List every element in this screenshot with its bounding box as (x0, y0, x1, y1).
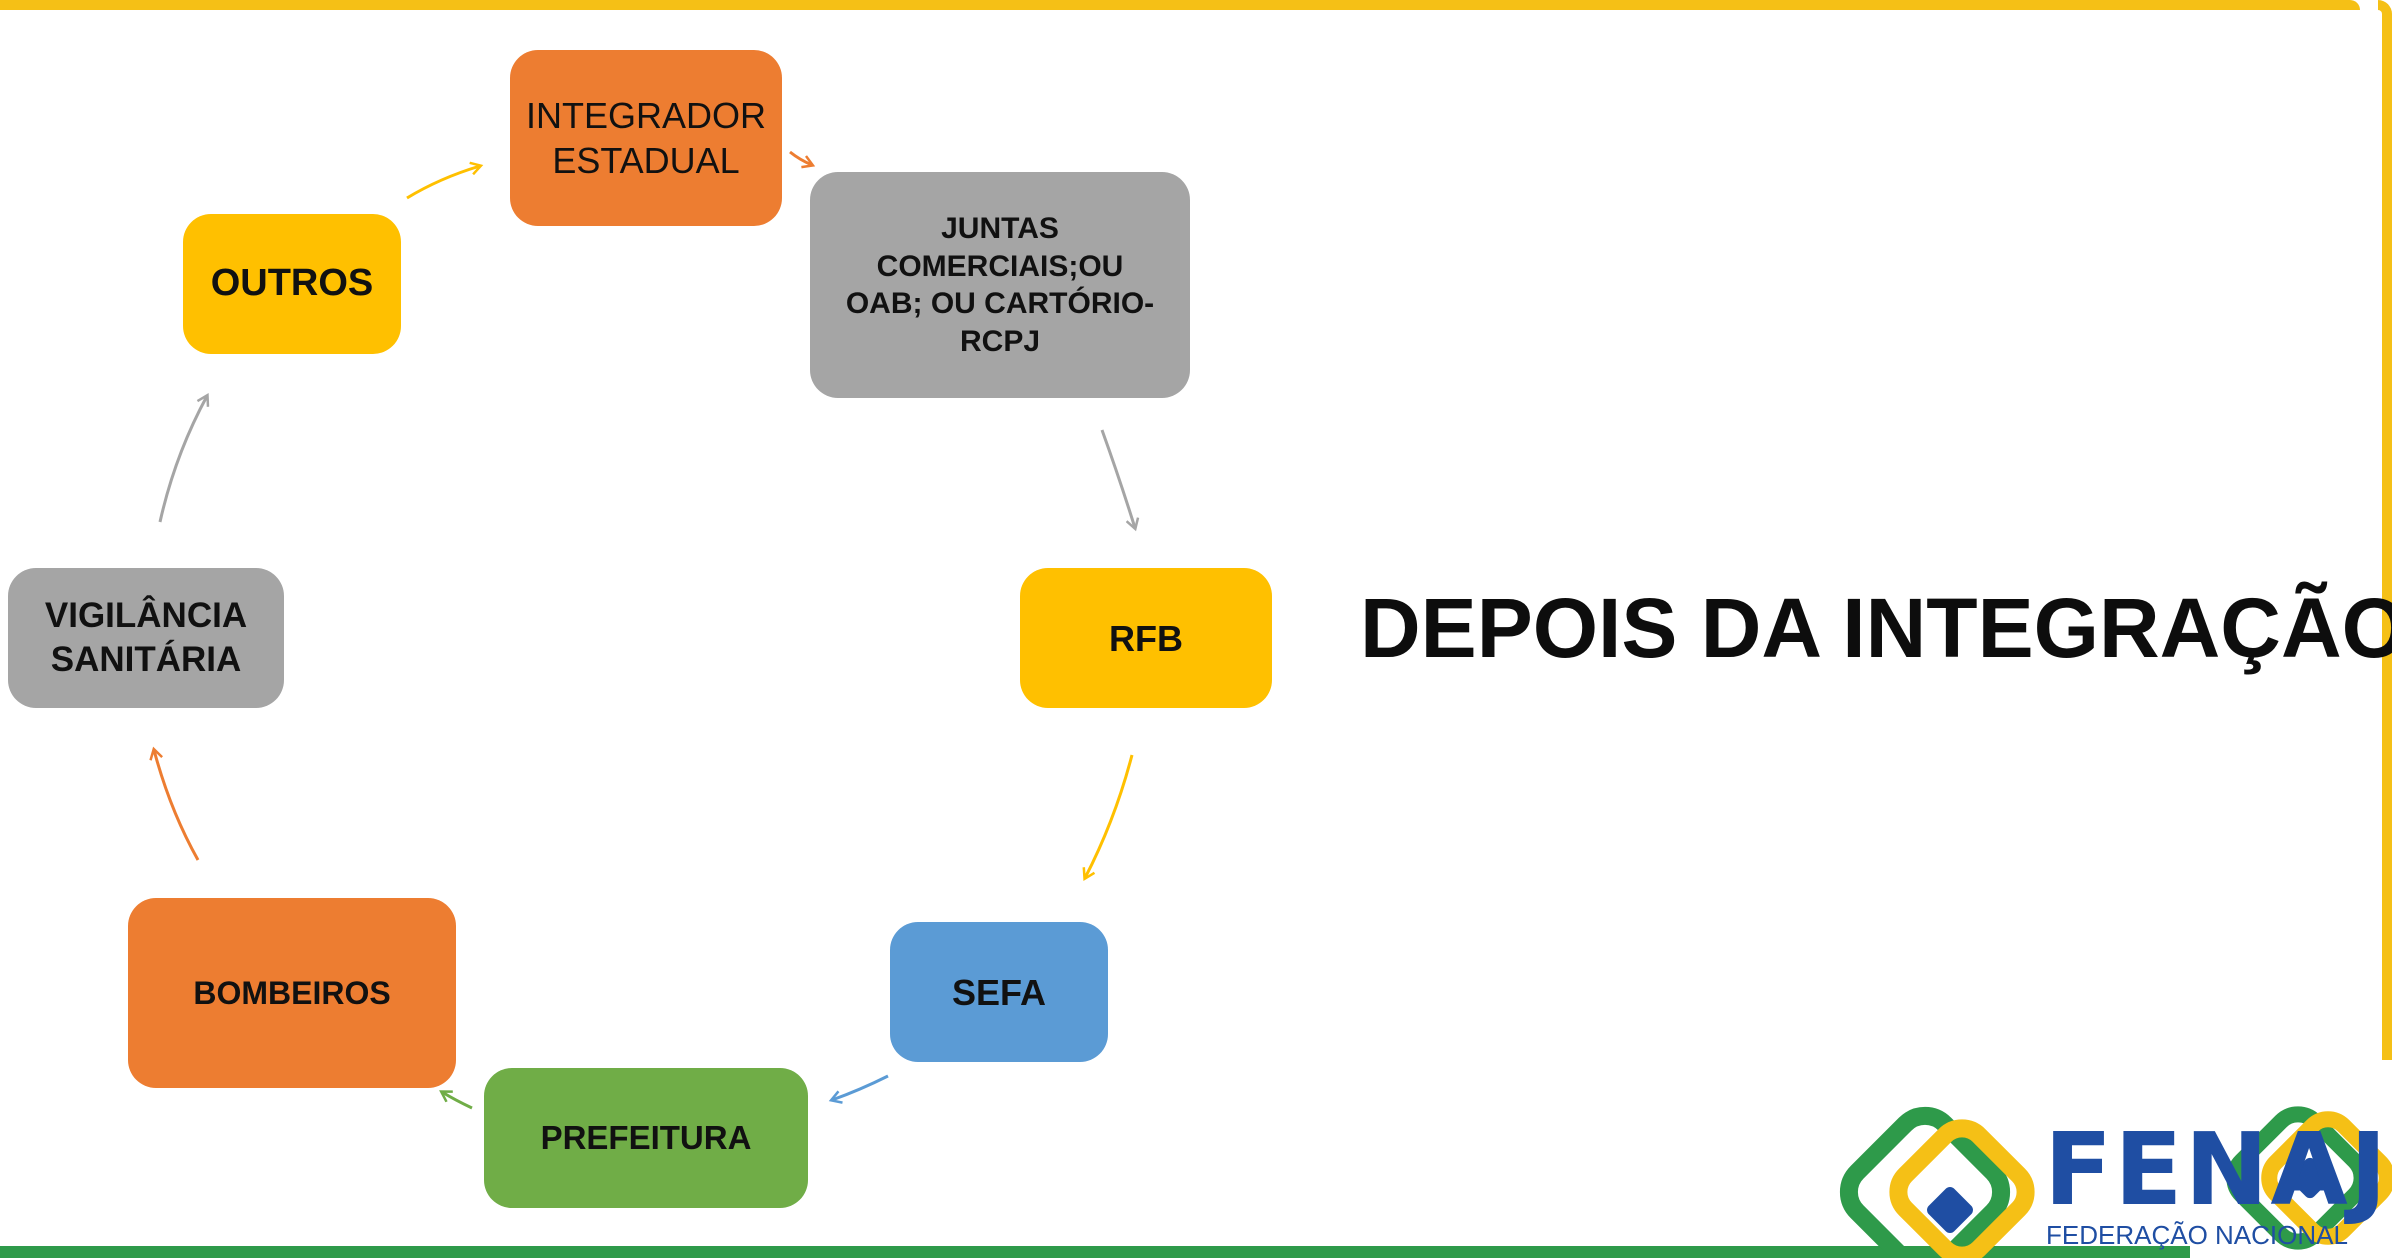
node-sefa-label: SEFA (951, 971, 1047, 1013)
arrow-rfb-to-sefa (1085, 754, 1134, 878)
arrow-juntas-to-rfb (1100, 429, 1135, 528)
arrow-bombeiros-to-vigilancia (154, 750, 200, 861)
node-juntas-comerciais-label: JUNTAS COMERCIAIS;OU OAB; OU CARTÓRIO- R… (845, 212, 1155, 358)
frame-right-border (2378, 0, 2392, 1060)
page-title: DEPOIS DA INTEGRAÇÃO (1360, 581, 2392, 675)
node-sefa: SEFA (890, 922, 1108, 1062)
fenaju-logo-text: FENAJU (2044, 1111, 2392, 1228)
node-outros: OUTROS (183, 214, 401, 354)
arrow-vigilancia-to-outros (158, 396, 207, 523)
node-juntas-comerciais: JUNTAS COMERCIAIS;OU OAB; OU CARTÓRIO- R… (810, 172, 1190, 398)
arrow-sefa-to-prefeitura (832, 1074, 889, 1100)
arrow-integrador-to-juntas (789, 150, 812, 165)
node-prefeitura-label: PREFEITURA (540, 1119, 752, 1157)
frame-top-border (0, 0, 2360, 10)
node-integrador-estadual-label: INTEGRADOR ESTADUAL (526, 95, 767, 181)
arrow-prefeitura-to-bombeiros (442, 1092, 473, 1110)
fenaju-logo-subtitle: FEDERAÇÃO NACIONAL (2046, 1220, 2348, 1250)
node-bombeiros-label: BOMBEIROS (193, 975, 391, 1011)
node-vigilancia-sanitaria: VIGILÂNCIA SANITÁRIA (8, 568, 284, 708)
node-rfb-label: RFB (1109, 617, 1183, 659)
node-integrador-estadual: INTEGRADOR ESTADUAL (510, 50, 782, 226)
node-prefeitura: PREFEITURA (484, 1068, 808, 1208)
node-bombeiros: BOMBEIROS (128, 898, 456, 1088)
arrow-outros-to-integrador (406, 166, 480, 200)
frame-bottom-border (0, 1246, 2190, 1258)
fenaju-logo-icon (1839, 1106, 2392, 1258)
node-outros-label: OUTROS (210, 262, 374, 305)
node-rfb: RFB (1020, 568, 1272, 708)
node-vigilancia-sanitaria-label: VIGILÂNCIA SANITÁRIA (44, 596, 248, 679)
